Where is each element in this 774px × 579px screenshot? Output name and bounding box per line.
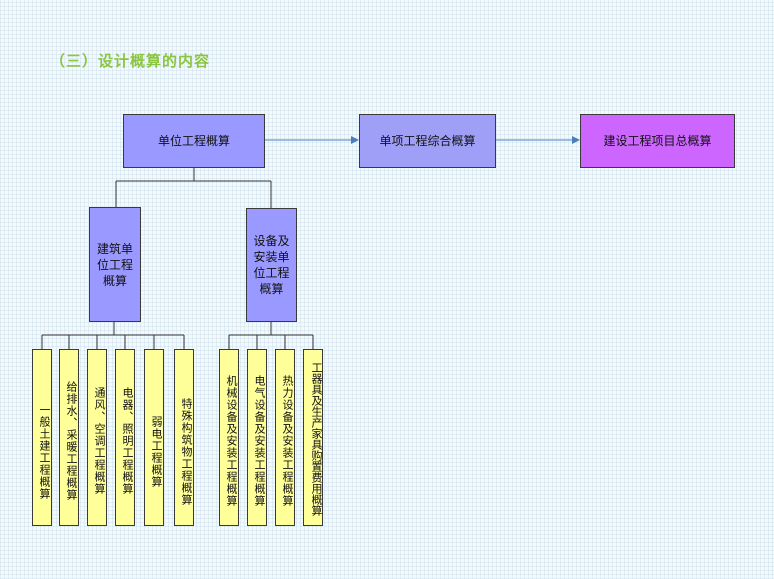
equipment-unit-estimate-box: 设备及安装单位工程概算 <box>246 208 297 322</box>
leaf-tools-furniture: 工器具及生产家具购置费用概算 <box>303 349 323 526</box>
total-project-estimate-box: 建设工程项目总概算 <box>580 114 735 168</box>
leaf-label: 电气设备及安装工程概算 <box>253 374 266 507</box>
leaf-water-heating: 给排水、采暖工程概算 <box>59 349 79 526</box>
unit-engineering-estimate-label: 单位工程概算 <box>157 134 230 148</box>
building-unit-estimate-label: 建筑单位工程概算 <box>96 241 133 288</box>
building-unit-estimate-box: 建筑单位工程概算 <box>89 207 141 322</box>
tree-connectors <box>41 168 314 349</box>
leaf-civil-works: 一般土建工程概算 <box>32 349 52 526</box>
leaf-label: 特殊构筑物工程概算 <box>180 397 193 506</box>
leaf-electrical-equipment: 电气设备及安装工程概算 <box>247 349 267 526</box>
leaf-label: 通风、空调工程概算 <box>93 386 106 495</box>
leaf-thermal-equipment: 热力设备及安装工程概算 <box>275 349 295 526</box>
leaf-label: 给排水、采暖工程概算 <box>65 380 78 501</box>
single-item-estimate-label: 单项工程综合概算 <box>379 134 476 148</box>
leaf-low-voltage: 弱电工程概算 <box>144 349 164 526</box>
leaf-ventilation: 通风、空调工程概算 <box>87 349 107 526</box>
leaf-electrical-lighting: 电器、照明工程概算 <box>115 349 135 526</box>
total-project-estimate-label: 建设工程项目总概算 <box>603 134 712 148</box>
unit-engineering-estimate-box: 单位工程概算 <box>123 114 265 168</box>
leaf-mechanical-equipment: 机械设备及安装工程概算 <box>219 349 239 526</box>
leaf-label: 一般土建工程概算 <box>38 403 51 500</box>
leaf-label: 电器、照明工程概算 <box>121 386 134 495</box>
leaf-label: 工器具及生产家具购置费用概算 <box>310 362 323 516</box>
equipment-unit-estimate-label: 设备及安装单位工程概算 <box>253 234 290 296</box>
leaf-special-structures: 特殊构筑物工程概算 <box>174 349 194 526</box>
leaf-label: 机械设备及安装工程概算 <box>225 374 238 507</box>
leaf-label: 弱电工程概算 <box>150 415 163 488</box>
page-title: （三）设计概算的内容 <box>50 52 211 70</box>
single-item-estimate-box: 单项工程综合概算 <box>359 114 496 168</box>
leaf-label: 热力设备及安装工程概算 <box>281 374 294 507</box>
